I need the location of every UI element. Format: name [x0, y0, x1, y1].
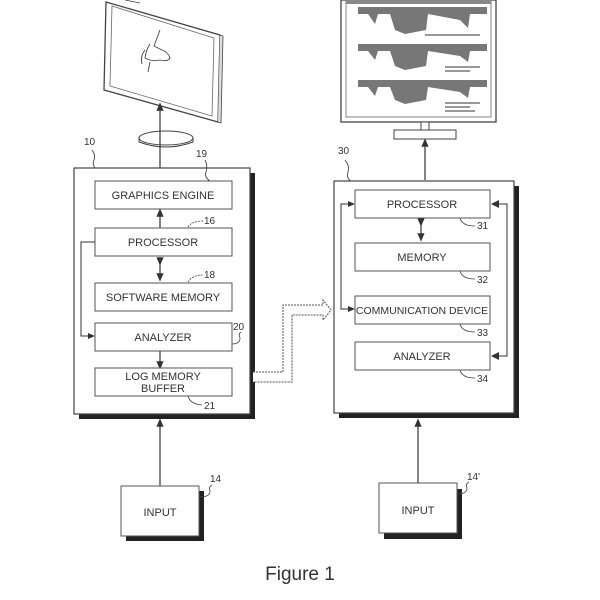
communication-device-ref: 33 [477, 328, 489, 339]
software-memory-ref: 18 [204, 270, 216, 281]
waveform-plot-1 [358, 7, 487, 36]
waveform-plot-2 [358, 44, 487, 72]
left-processor-ref: 16 [204, 216, 216, 227]
unicorn-icon [140, 29, 171, 73]
log-memory-buffer-block [94, 367, 233, 397]
log-memory-buffer-label-2: BUFFER [141, 383, 185, 395]
right-processor-label: PROCESSOR [387, 199, 457, 211]
arrow-processor-analyzer-loop [493, 203, 508, 357]
left-input-block [120, 485, 204, 541]
log-memory-buffer-label-1: LOG MEMORY [125, 371, 201, 383]
graphics-engine-ref: 19 [196, 149, 208, 160]
right-system-ref: 30 [338, 146, 350, 157]
left-analyzer-block [94, 322, 233, 352]
transfer-arrow [253, 298, 332, 383]
right-input-block [378, 482, 462, 539]
left-analyzer-label: ANALYZER [134, 332, 191, 344]
waveform-plot-3 [358, 80, 487, 112]
communication-device-block [354, 295, 491, 325]
left-monitor [103, 0, 224, 148]
right-processor-block [354, 189, 491, 219]
figure-caption: Figure 1 [265, 564, 335, 585]
right-analyzer-block [354, 341, 491, 371]
right-memory-block [354, 242, 491, 272]
right-analyzer-label: ANALYZER [393, 351, 450, 363]
communication-device-label: COMMUNICATION DEVICE [356, 305, 488, 317]
left-processor-label: PROCESSOR [128, 237, 198, 249]
software-memory-label: SOFTWARE MEMORY [106, 292, 221, 304]
right-memory-ref: 32 [477, 275, 489, 286]
left-input-ref: 14 [210, 474, 222, 485]
right-input-ref: 14' [467, 472, 480, 483]
right-input-label: INPUT [402, 505, 435, 517]
left-system-ref: 10 [84, 137, 96, 148]
right-analyzer-ref: 34 [477, 374, 489, 385]
right-memory-label: MEMORY [397, 252, 447, 264]
arrow-processor-to-analyzer [80, 241, 95, 339]
log-memory-buffer-ref: 21 [204, 401, 216, 412]
right-processor-ref: 31 [477, 221, 489, 232]
right-monitor [340, 0, 497, 140]
software-memory-block [94, 282, 233, 312]
graphics-engine-label: GRAPHICS ENGINE [112, 190, 215, 202]
left-analyzer-ref: 20 [233, 322, 245, 333]
left-input-label: INPUT [144, 507, 177, 519]
